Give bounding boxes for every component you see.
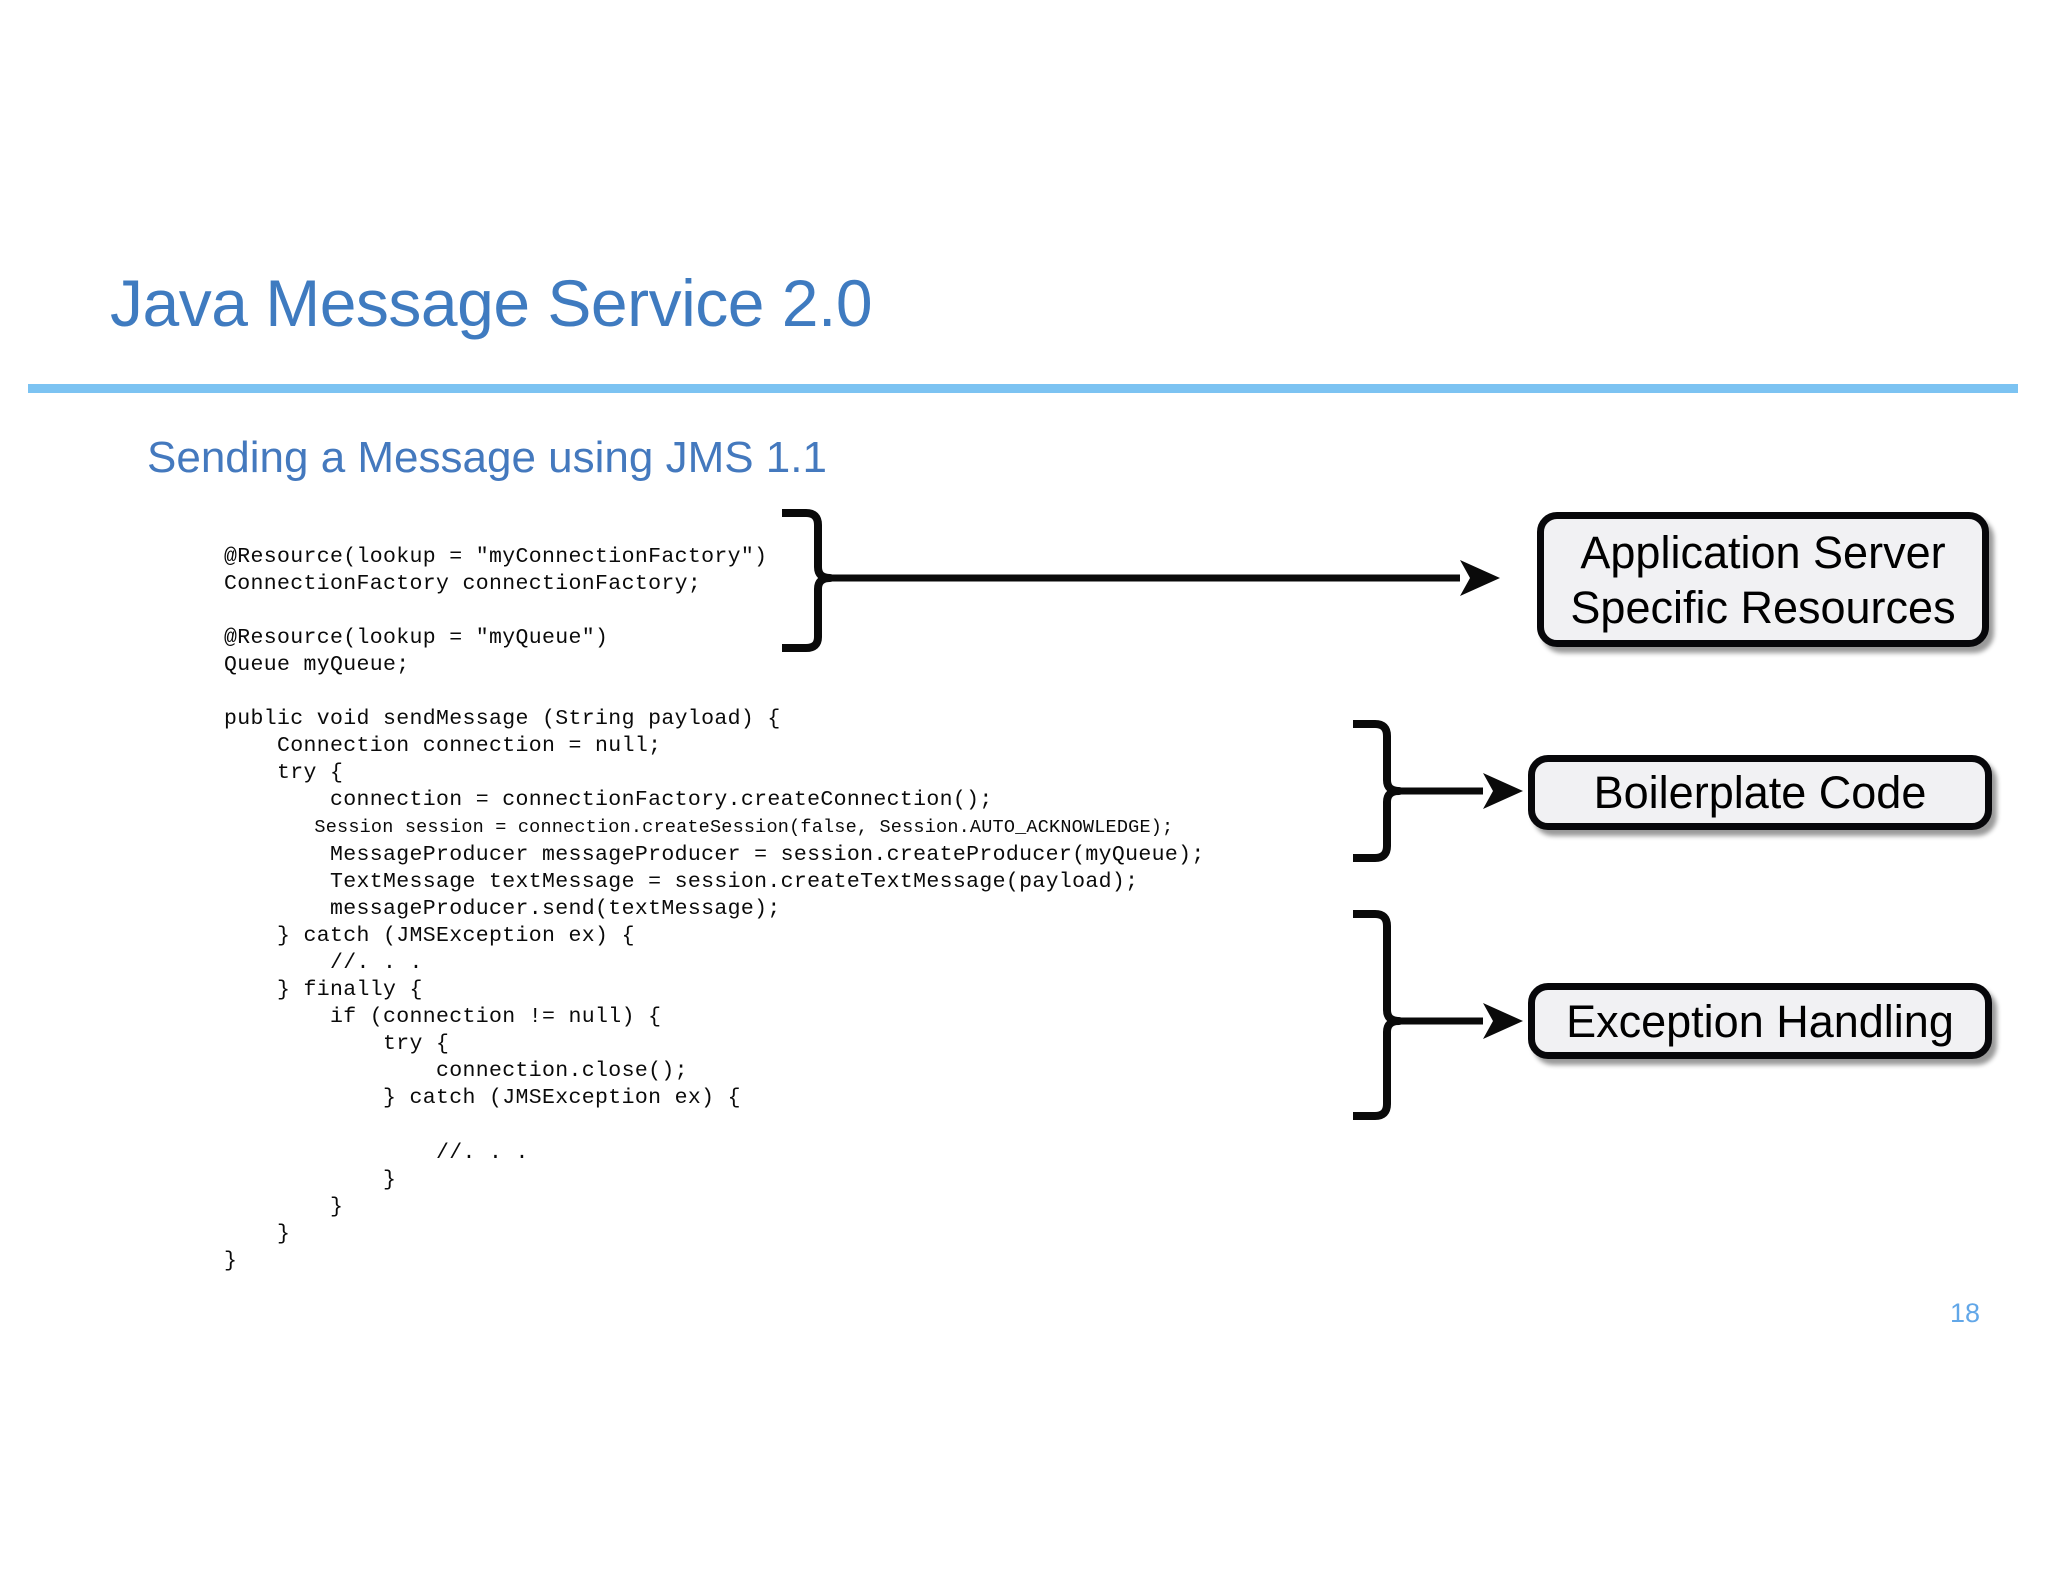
code-line: Connection connection = null; <box>224 734 662 759</box>
callout-label: Exception Handling <box>1566 995 1954 1047</box>
callout-label-line2: Specific Resources <box>1570 581 1956 633</box>
callout-label-line1: Application Server <box>1580 526 1946 578</box>
code-sample-jms11: @Resource(lookup = "myConnectionFactory"… <box>224 544 1205 1276</box>
arrow-head-icon <box>1460 560 1500 596</box>
page-title: Java Message Service 2.0 <box>110 266 873 340</box>
code-line: TextMessage textMessage = session.create… <box>224 869 1139 894</box>
callout-label: Application Server Specific Resources <box>1570 525 1955 635</box>
code-line: } catch (JMSException ex) { <box>224 1086 741 1111</box>
callout-application-server-specific-resources[interactable]: Application Server Specific Resources <box>1537 512 1989 647</box>
page-number: 18 <box>1950 1298 1981 1328</box>
code-line: MessageProducer messageProducer = sessio… <box>224 842 1205 867</box>
code-line: if (connection != null) { <box>224 1005 662 1030</box>
code-line: //. . . <box>224 1140 529 1165</box>
connector-exception <box>1345 908 1545 1123</box>
callout-label: Boilerplate Code <box>1593 767 1927 818</box>
code-line: try { <box>224 1032 450 1057</box>
code-line <box>224 1112 1205 1139</box>
code-line: connection = connectionFactory.createCon… <box>224 788 993 813</box>
connector-app-server <box>770 505 1550 655</box>
code-line: } <box>224 1248 238 1273</box>
code-line: @Resource(lookup = "myConnectionFactory"… <box>224 544 768 569</box>
connector-boilerplate <box>1345 718 1545 868</box>
code-line: Session session = connection.createSessi… <box>224 817 1174 839</box>
arrow-head-icon <box>1483 1003 1523 1039</box>
title-divider-rule <box>28 384 2018 393</box>
slide-subtitle: Sending a Message using JMS 1.1 <box>147 433 827 482</box>
code-line: ConnectionFactory connectionFactory; <box>224 571 702 596</box>
code-line: @Resource(lookup = "myQueue") <box>224 625 609 650</box>
code-line: //. . . <box>224 950 423 975</box>
code-line: connection.close(); <box>224 1059 688 1084</box>
code-line: Queue myQueue; <box>224 652 410 677</box>
arrow-head-icon <box>1483 773 1523 809</box>
callout-exception-handling[interactable]: Exception Handling <box>1528 983 1992 1059</box>
callout-boilerplate-code[interactable]: Boilerplate Code <box>1528 755 1992 830</box>
brace-arrow-icon <box>1353 910 1523 1120</box>
brace-arrow-icon <box>1353 720 1523 862</box>
code-line <box>224 679 1205 706</box>
code-line: } <box>224 1194 344 1219</box>
code-line: } <box>224 1221 291 1246</box>
code-line: } catch (JMSException ex) { <box>224 923 635 948</box>
code-line: messageProducer.send(textMessage); <box>224 896 781 921</box>
code-line: public void sendMessage (String payload)… <box>224 707 781 732</box>
brace-arrow-icon <box>782 509 1500 652</box>
code-line: } <box>224 1167 397 1192</box>
code-line: } finally { <box>224 978 423 1002</box>
code-line: try { <box>224 761 344 786</box>
